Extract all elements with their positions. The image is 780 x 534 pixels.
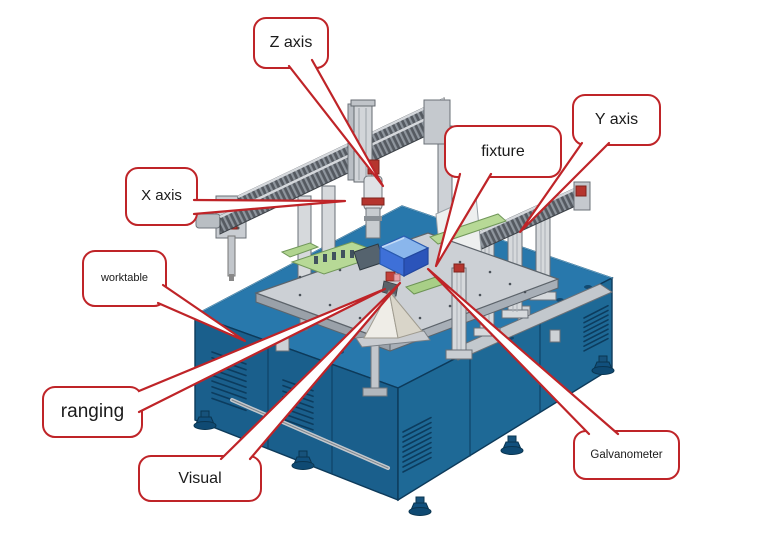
callout-y-axis: Y axis	[572, 94, 661, 146]
callout-x-axis: X axis	[125, 167, 198, 226]
callout-ranging-label: ranging	[60, 400, 125, 422]
callout-visual-label: Visual	[178, 469, 222, 487]
callout-fixture-label: fixture	[481, 142, 525, 160]
galvanometer-head	[378, 235, 430, 277]
callout-ranging: ranging	[42, 386, 143, 438]
callout-visual: Visual	[138, 455, 262, 502]
callout-worktable-label: worktable	[100, 272, 149, 285]
callout-galvanometer-label: Galvanometer	[590, 448, 663, 461]
callout-worktable: worktable	[82, 250, 167, 307]
callout-y-axis-label: Y axis	[594, 111, 639, 129]
callout-z-axis-label: Z axis	[269, 34, 313, 52]
callout-fixture: fixture	[444, 125, 562, 178]
callout-x-axis-label: X axis	[141, 187, 182, 205]
callout-galvanometer: Galvanometer	[573, 430, 680, 480]
callout-z-axis: Z axis	[253, 17, 329, 69]
z-axis-assembly	[347, 99, 385, 239]
